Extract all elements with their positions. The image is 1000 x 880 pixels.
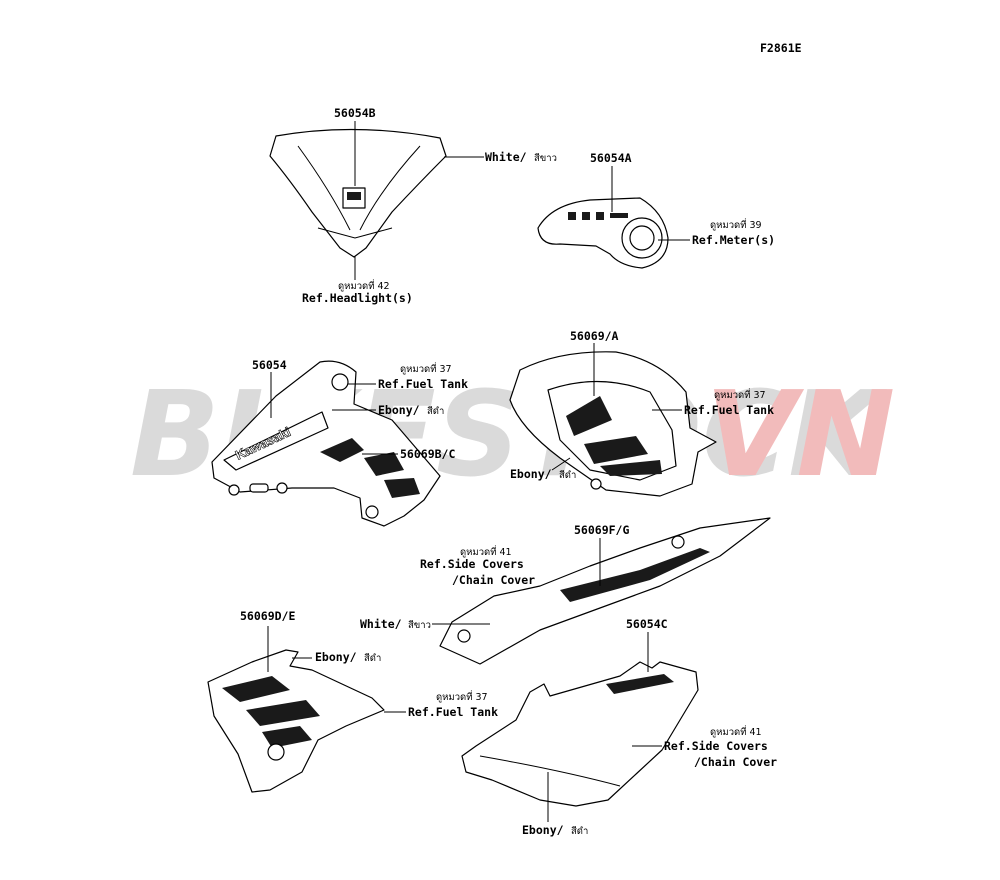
label-ebony-a-thai: สีดำ xyxy=(427,405,445,417)
label-56054: 56054 xyxy=(252,358,287,372)
label-ref-side-a2: /Chain Cover xyxy=(452,573,535,587)
label-ebony-c: Ebony/ xyxy=(315,650,357,664)
label-white-1: White/ xyxy=(485,150,527,164)
label-ref-fuel-a: Ref.Fuel Tank xyxy=(378,377,468,391)
kawasaki-decal xyxy=(223,411,329,471)
label-ebony-b: Ebony/ xyxy=(510,467,552,481)
label-ref41a-thai: ดูหมวดที่ 41 xyxy=(460,545,512,558)
label-ref37b-thai: ดูหมวดที่ 37 xyxy=(714,388,766,401)
side-cover-upper[interactable] xyxy=(439,517,771,665)
label-ref39-thai: ดูหมวดที่ 39 xyxy=(710,218,762,231)
label-ref-fuel-b: Ref.Fuel Tank xyxy=(684,403,774,417)
label-ref42-thai: ดูหมวดที่ 42 xyxy=(338,279,390,292)
label-white-1-thai: สีขาว xyxy=(534,152,557,164)
label-white-2: White/ xyxy=(360,617,402,631)
label-ref37c-thai: ดูหมวดที่ 37 xyxy=(436,690,488,703)
label-56054C: 56054C xyxy=(626,617,668,631)
label-56069DE: 56069D/E xyxy=(240,609,295,623)
label-56054A: 56054A xyxy=(590,151,632,165)
label-56069FG: 56069F/G xyxy=(574,523,629,537)
label-ebony-d-thai: สีดำ xyxy=(571,825,589,837)
label-ebony-d: Ebony/ xyxy=(522,823,564,837)
label-ref37a-thai: ดูหมวดที่ 37 xyxy=(400,362,452,375)
label-ref-side-a1: Ref.Side Covers xyxy=(420,557,524,571)
side-cover-lower[interactable] xyxy=(461,661,699,807)
label-ref41b-thai: ดูหมวดที่ 41 xyxy=(710,725,762,738)
label-ebony-b-thai: สีดำ xyxy=(559,469,577,481)
label-ref-side-b2: /Chain Cover xyxy=(694,755,777,769)
watermark-text-red: VN xyxy=(705,365,895,503)
figure-code: F2861E xyxy=(760,41,802,55)
label-white-2-thai: สีขาว xyxy=(408,619,431,631)
label-ebony-c-thai: สีดำ xyxy=(364,652,382,664)
label-ref-fuel-c: Ref.Fuel Tank xyxy=(408,705,498,719)
label-ref-headlight: Ref.Headlight(s) xyxy=(302,291,413,305)
tank-shroud-left[interactable]: Kawasaki xyxy=(211,360,441,527)
label-ref-side-b1: Ref.Side Covers xyxy=(664,739,768,753)
label-ref-meter: Ref.Meter(s) xyxy=(692,233,775,247)
label-56054B: 56054B xyxy=(334,106,376,120)
shroud-lower[interactable] xyxy=(207,649,385,793)
leader-ebony-b xyxy=(551,457,571,471)
tank-shroud-right[interactable] xyxy=(509,351,717,497)
label-56069A: 56069/A xyxy=(570,329,619,343)
label-ebony-a: Ebony/ xyxy=(378,403,420,417)
headlight-cowl[interactable] xyxy=(269,128,447,258)
meter-panel[interactable] xyxy=(537,197,669,269)
label-56069BC: 56069B/C xyxy=(400,447,455,461)
